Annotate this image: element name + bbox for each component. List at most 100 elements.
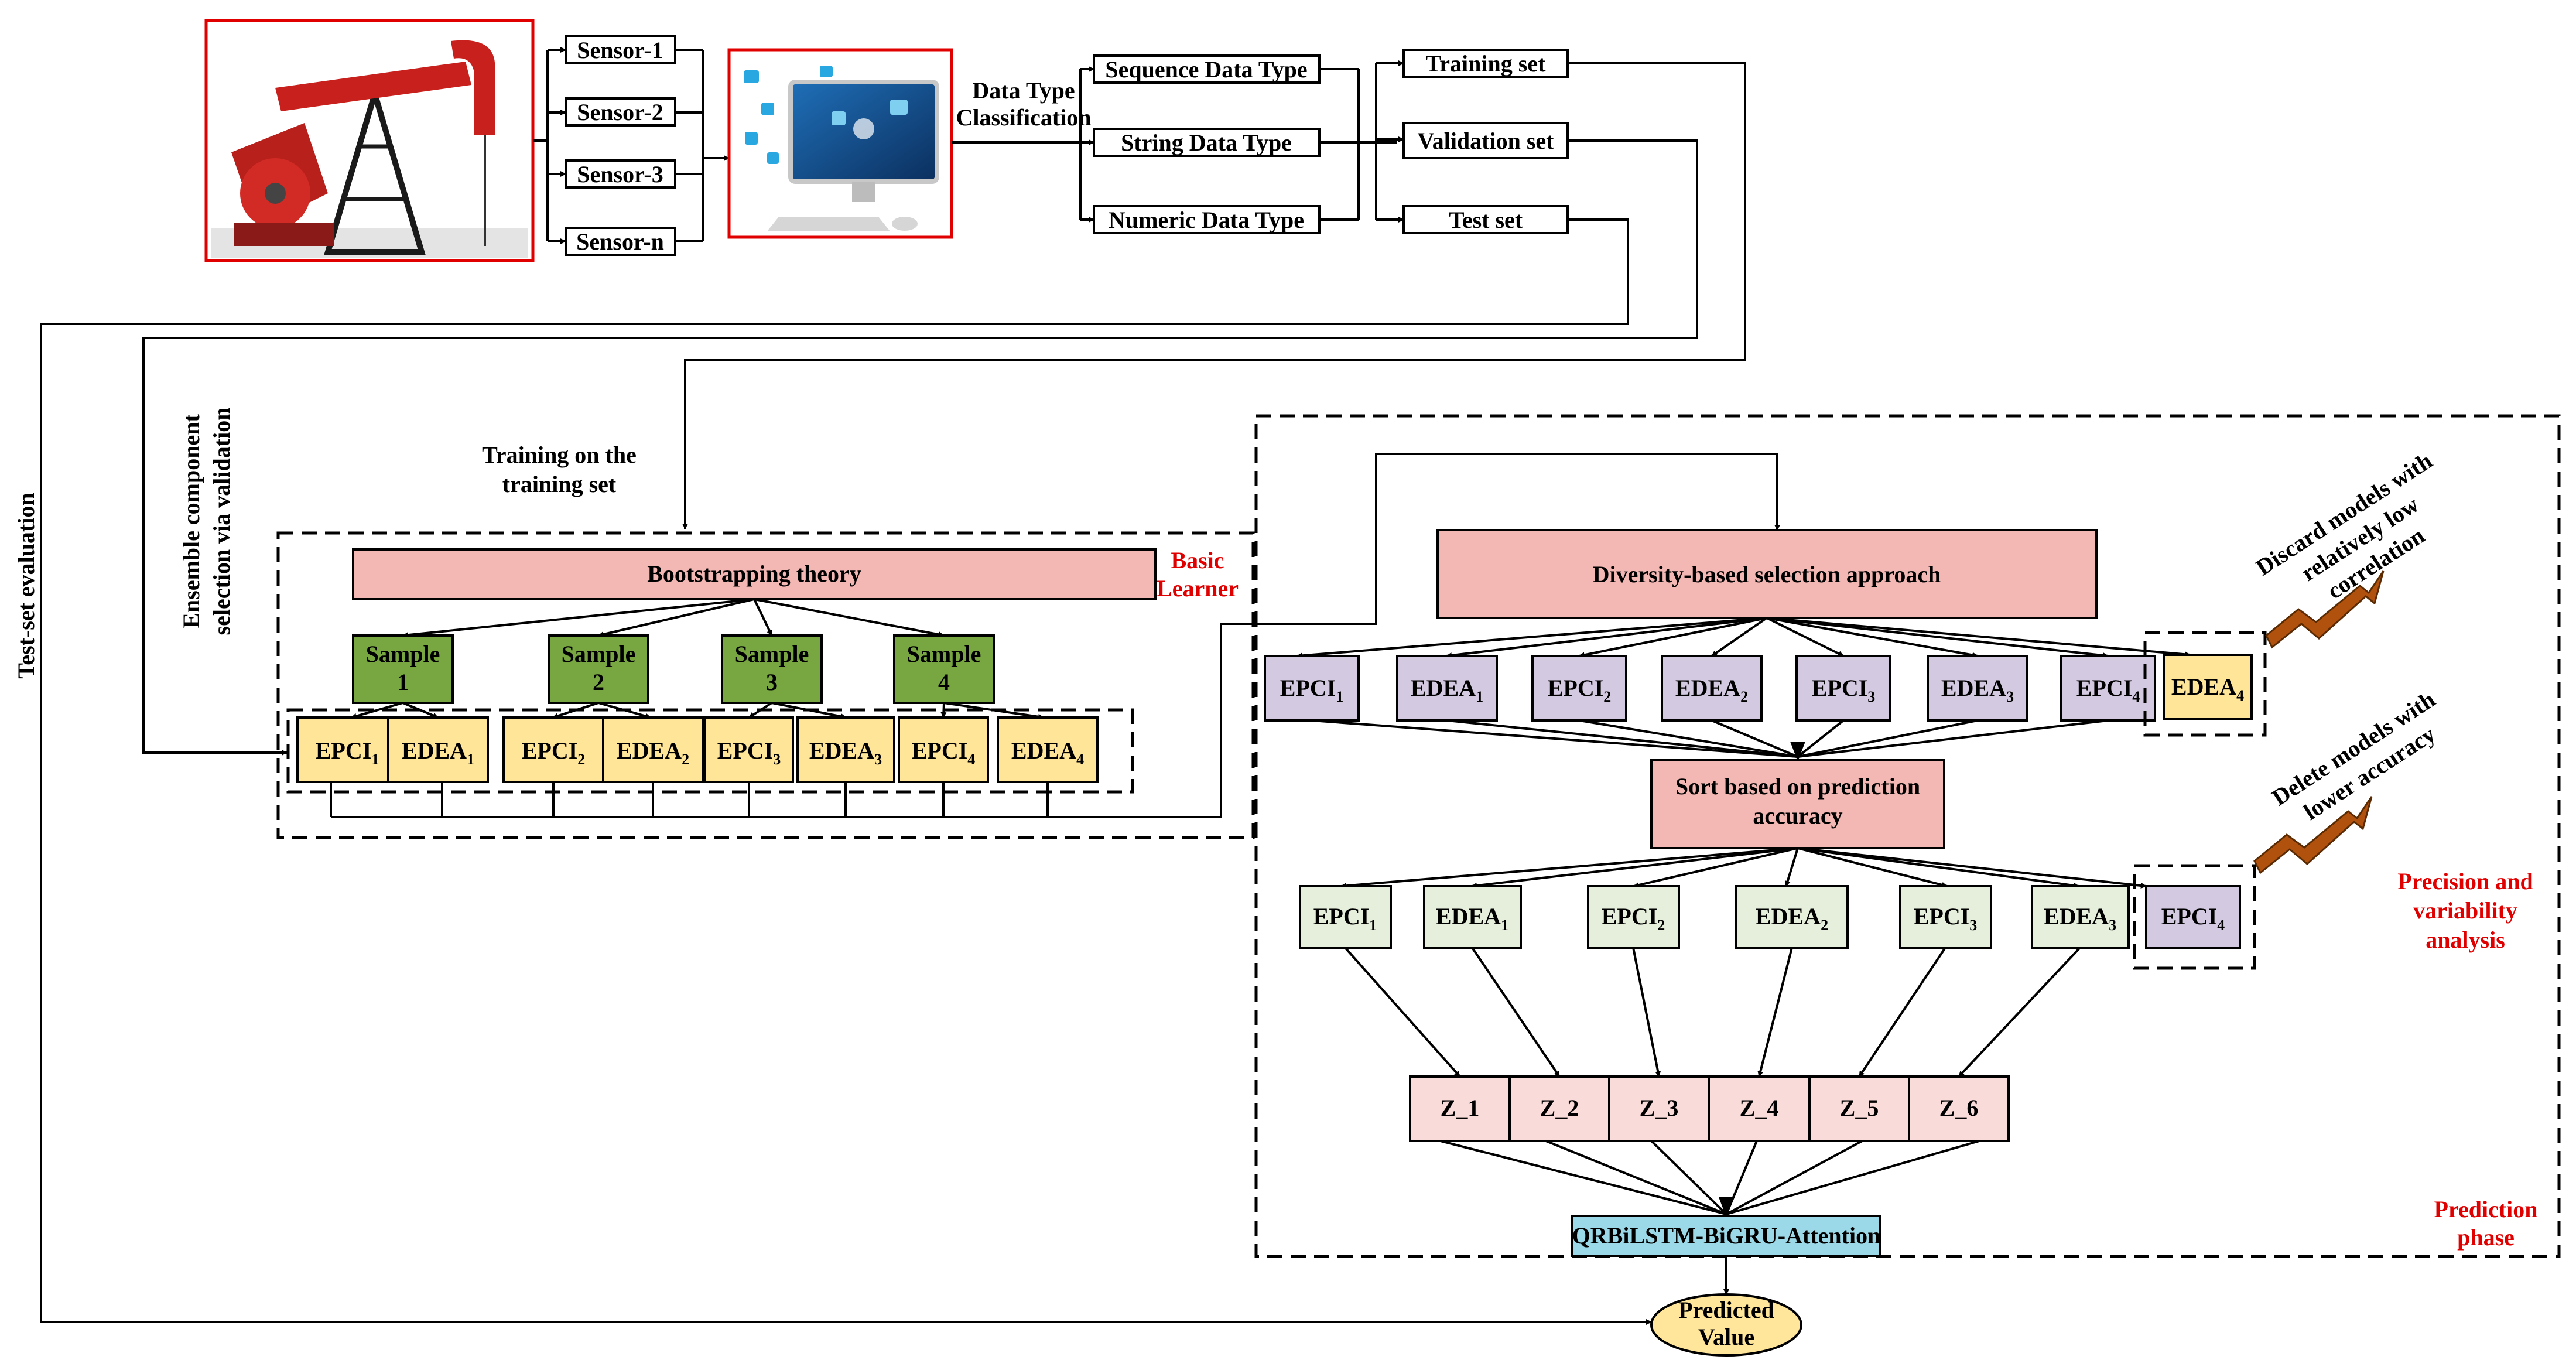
sensor-fan-lines xyxy=(533,47,730,244)
discarded-edea-4-box xyxy=(2163,654,2253,720)
r1-edea-3-box xyxy=(1927,655,2028,722)
prediction-phase-label-2: phase xyxy=(2457,1224,2515,1251)
sensor-1-box xyxy=(565,35,676,64)
samples: Sample 1 Sample 2 Sample 3 Sample 4 xyxy=(352,634,995,704)
test-set-box xyxy=(1402,205,1569,234)
r1-edea-3-label: EDEA3 xyxy=(1941,675,2014,705)
z-cells: Z_1 Z_2 Z_3 Z_4 Z_5 Z_6 xyxy=(1409,1075,2010,1142)
precision-label-2: variability xyxy=(2413,897,2517,924)
split-fan-lines xyxy=(1319,60,1404,223)
z-5-box xyxy=(1808,1075,1910,1142)
left-epci-3-label: EPCI3 xyxy=(717,737,781,768)
datatype-fan-lines xyxy=(952,66,1094,223)
left-edea-3-label: EDEA3 xyxy=(809,737,882,768)
r2-edea-1-label: EDEA1 xyxy=(1436,903,1508,934)
validation-set-box xyxy=(1402,122,1569,159)
prediction-module: Diversity-based selection approach EPCI1… xyxy=(1254,414,2561,1258)
validation-set-label: Validation set xyxy=(1417,128,1554,154)
pumpjack-image xyxy=(204,19,535,262)
sensor-n-label: Sensor-n xyxy=(576,228,664,255)
left-edea-1-box xyxy=(387,716,489,783)
discard-zigzag-arrow xyxy=(2265,570,2385,649)
left-epci-4-label: EPCI4 xyxy=(912,737,976,768)
left-edea-2-box xyxy=(602,716,704,783)
sort-box xyxy=(1650,759,1945,849)
sensor-2-box xyxy=(565,97,676,127)
diversity-box xyxy=(1436,529,2098,619)
prediction-phase-label-1: Prediction xyxy=(2434,1196,2537,1222)
sort-label-2: accuracy xyxy=(1753,802,1842,829)
z-1-label: Z_1 xyxy=(1441,1095,1480,1121)
r1-edea-2-box xyxy=(1661,655,1763,722)
sample-3-label-a: Sample xyxy=(735,641,809,667)
split-boxes: Training set Validation set Test set xyxy=(1402,49,1569,234)
sensor-1-label: Sensor-1 xyxy=(577,37,663,63)
sample-2-label-a: Sample xyxy=(562,641,636,667)
r1-edea-2-label: EDEA2 xyxy=(1675,675,1748,705)
test-set-evaluation-label: Test-set evaluation xyxy=(13,493,39,678)
r2-edea-3-box xyxy=(2031,885,2130,949)
sensor-3-box xyxy=(565,159,676,189)
r1-epci-3-box xyxy=(1795,655,1891,722)
r1-epci-1-label: EPCI1 xyxy=(1280,675,1344,705)
left-edea-2-label: EDEA2 xyxy=(617,737,689,768)
training-set-box xyxy=(1402,49,1569,78)
precision-label-1: Precision and xyxy=(2397,868,2533,894)
string-data-type-box xyxy=(1093,128,1321,157)
z-5-label: Z_5 xyxy=(1840,1095,1879,1121)
test-set-label: Test set xyxy=(1449,207,1523,233)
numeric-data-type-box xyxy=(1093,205,1321,234)
r2-epci-1-label: EPCI1 xyxy=(1313,903,1377,934)
learner-collector-lines xyxy=(330,453,1780,818)
diversity-fan-lines xyxy=(1296,617,2191,659)
row2-to-z-lines xyxy=(1344,947,2081,1078)
r2-edea-2-label: EDEA2 xyxy=(1756,903,1828,934)
sort-fan-lines xyxy=(1340,847,2147,889)
row2-boxes: EPCI1 EDEA1 EPCI2 EDEA2 EPCI3 EDEA3 xyxy=(1299,885,2130,949)
predicted-value-label-2: Value xyxy=(1698,1324,1754,1350)
bootstrapping-box xyxy=(352,548,1157,600)
sample-2-label-b: 2 xyxy=(593,669,604,695)
bootstrapping-label: Bootstrapping theory xyxy=(647,561,861,587)
r1-epci-2-box xyxy=(1531,655,1627,722)
sample-4-box xyxy=(893,634,995,704)
ensemble-selection-label-1: Ensemble component xyxy=(178,414,204,628)
sample-4-label-b: 4 xyxy=(938,669,950,695)
z-6-label: Z_6 xyxy=(1939,1095,1979,1121)
predicted-value-ellipse xyxy=(1650,1293,1802,1357)
sample-3-label-b: 3 xyxy=(766,669,778,695)
r1-epci-4-label: EPCI4 xyxy=(2076,675,2140,705)
training-set-label: Training set xyxy=(1426,50,1547,77)
left-edea-1-label: EDEA1 xyxy=(402,737,474,768)
z-4-label: Z_4 xyxy=(1740,1095,1779,1121)
r1-edea-1-label: EDEA1 xyxy=(1411,675,1483,705)
model-label: QRBiLSTM-BiGRU-Attention xyxy=(1572,1222,1881,1249)
left-epci-2-label: EPCI2 xyxy=(522,737,586,768)
left-epci-1-label: EPCI1 xyxy=(316,737,379,768)
routing-lines xyxy=(40,62,1746,1325)
sample-1-label-b: 1 xyxy=(397,669,409,695)
r2-epci-3-label: EPCI3 xyxy=(1914,903,1978,934)
r2-edea-2-box xyxy=(1735,885,1849,949)
sensor-3-label: Sensor-3 xyxy=(577,161,663,187)
z-1-box xyxy=(1409,1075,1511,1142)
r1-epci-4-box xyxy=(2060,655,2156,722)
predicted-value-label-1: Predicted xyxy=(1678,1297,1774,1323)
r1-epci-3-label: EPCI3 xyxy=(1812,675,1876,705)
z-3-label: Z_3 xyxy=(1640,1095,1679,1121)
left-edea-4-box xyxy=(997,716,1099,783)
basic-learner-module: Basic Learner Bootstrapping theory Sampl… xyxy=(276,453,1780,839)
r2-edea-1-box xyxy=(1423,885,1522,949)
z-converge-lines xyxy=(1440,1140,1980,1217)
discarded-epci-4-box xyxy=(2145,885,2241,949)
r2-edea-3-label: EDEA3 xyxy=(2044,903,2116,934)
sequence-data-type-box xyxy=(1093,54,1321,84)
sort-label-1: Sort based on prediction xyxy=(1675,773,1920,800)
discarded-edea-4-label: EDEA4 xyxy=(2171,674,2244,704)
training-label-1: Training on the xyxy=(482,442,637,468)
row1-boxes: EPCI1 EDEA1 EPCI2 EDEA2 EPCI3 EDEA3 EPCI… xyxy=(1264,655,2156,722)
string-data-type-label: String Data Type xyxy=(1121,129,1292,156)
left-learner-boxes: EPCI1 EDEA1 EPCI2 EDEA2 EPCI3 EDEA3 EPCI… xyxy=(296,716,1099,783)
r2-epci-1-box xyxy=(1299,885,1392,949)
left-edea-4-label: EDEA4 xyxy=(1011,737,1084,768)
